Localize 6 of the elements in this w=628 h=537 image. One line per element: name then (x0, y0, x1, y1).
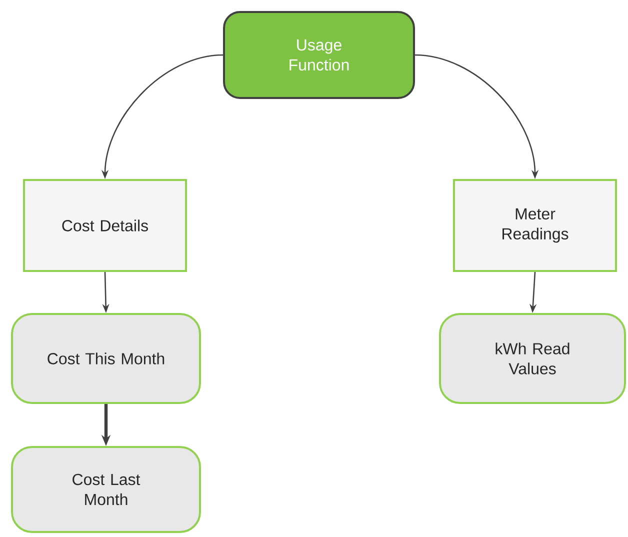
process-box: Usage Function (223, 11, 415, 99)
rounded-box: kWh Read Values (439, 312, 626, 404)
rounded-box: Cost Last Month (11, 446, 201, 533)
rounded-box: Cost This Month (11, 312, 201, 404)
process-box: Meter Readings (453, 179, 617, 272)
process-box: Cost Details (23, 179, 187, 272)
